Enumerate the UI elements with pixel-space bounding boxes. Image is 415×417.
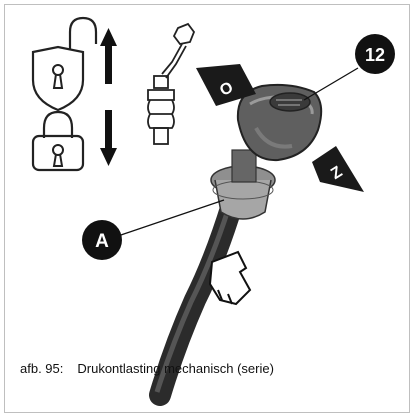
hand-pointer-icon <box>210 252 250 304</box>
knob-part-12 <box>238 85 321 160</box>
callout-12: 12 <box>355 34 395 74</box>
collar-part-a <box>211 150 275 219</box>
callout-12-label: 12 <box>365 45 385 65</box>
figure-caption-text: Drukontlasting mechanisch (serie) <box>77 361 274 376</box>
padlock-locked-icon <box>33 112 83 170</box>
figure-number: afb. 95: <box>20 361 63 376</box>
direction-arrow-close: Z <box>312 146 364 192</box>
callout-a: A <box>82 220 122 260</box>
padlock-unlocked-icon <box>33 18 96 110</box>
figure-caption: afb. 95: Drukontlasting mechanisch (serie… <box>20 361 274 376</box>
arrow-up-icon <box>100 28 117 84</box>
joystick-lever-icon <box>148 24 194 144</box>
arrow-down-icon <box>100 110 117 166</box>
leader-line-12 <box>304 68 358 100</box>
leader-line-a <box>118 200 224 236</box>
callout-a-label: A <box>95 231 109 252</box>
